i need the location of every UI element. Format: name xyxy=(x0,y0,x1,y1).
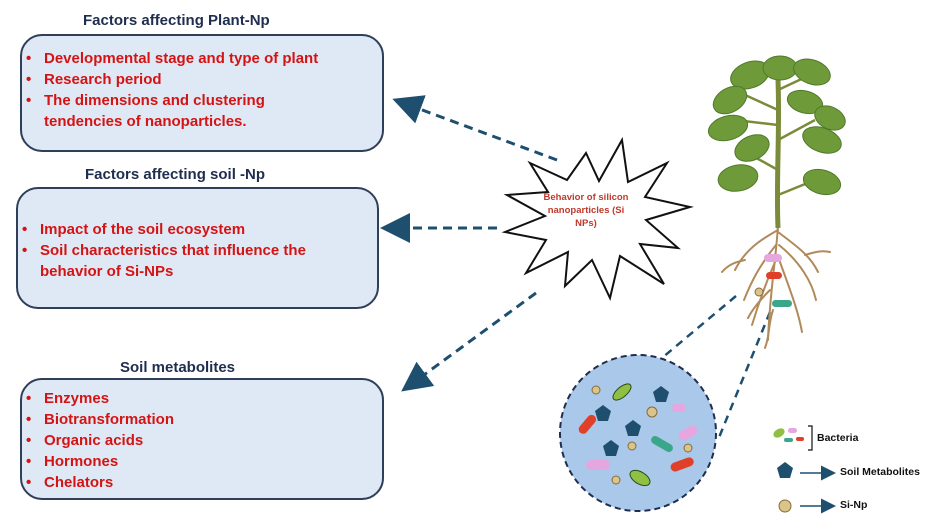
soil-np-box: Impact of the soil ecosystem Soil charac… xyxy=(16,187,379,309)
list-item: The dimensions and clustering tendencies… xyxy=(22,90,324,132)
soil-zoom-circle xyxy=(559,354,717,512)
zoom-line-left xyxy=(637,295,737,379)
list-item: Soil characteristics that influence the … xyxy=(18,240,370,282)
soil-metabolites-box: Enzymes Biotransformation Organic acids … xyxy=(20,378,384,500)
soil-np-heading: Factors affecting soil -Np xyxy=(85,166,266,183)
arrow-to-plant-np xyxy=(392,95,558,162)
arrow-to-metabolites xyxy=(401,291,537,392)
legend-pentagon-icon xyxy=(777,462,793,478)
soil-metabolites-heading: Soil metabolites xyxy=(120,359,236,376)
list-item: Biotransformation xyxy=(22,409,382,430)
plant-np-heading: Factors affecting Plant-Np xyxy=(83,12,270,29)
list-item: Enzymes xyxy=(22,388,382,409)
list-item: Research period xyxy=(22,69,382,90)
list-item: Developmental stage and type of plant xyxy=(22,48,382,69)
legend-bacteria-icon xyxy=(773,425,813,451)
legend-sinp-icon xyxy=(778,499,792,513)
legend-metabolites-label: Soil Metabolites xyxy=(840,466,920,478)
list-item: Impact of the soil ecosystem xyxy=(18,219,377,240)
plant-np-box: Developmental stage and type of plant Re… xyxy=(20,34,384,152)
starburst-shape xyxy=(501,136,694,301)
list-item: Hormones xyxy=(22,451,382,472)
center-label: Behavior of silicon nanoparticles (Si NP… xyxy=(543,192,629,229)
legend-bacteria-label: Bacteria xyxy=(817,432,859,444)
list-item: Chelators xyxy=(22,472,382,493)
zoom-line-right xyxy=(716,311,772,441)
legend-sinp-label: Si-Np xyxy=(840,499,868,511)
list-item: Organic acids xyxy=(22,430,382,451)
plant-illustration xyxy=(707,55,846,349)
